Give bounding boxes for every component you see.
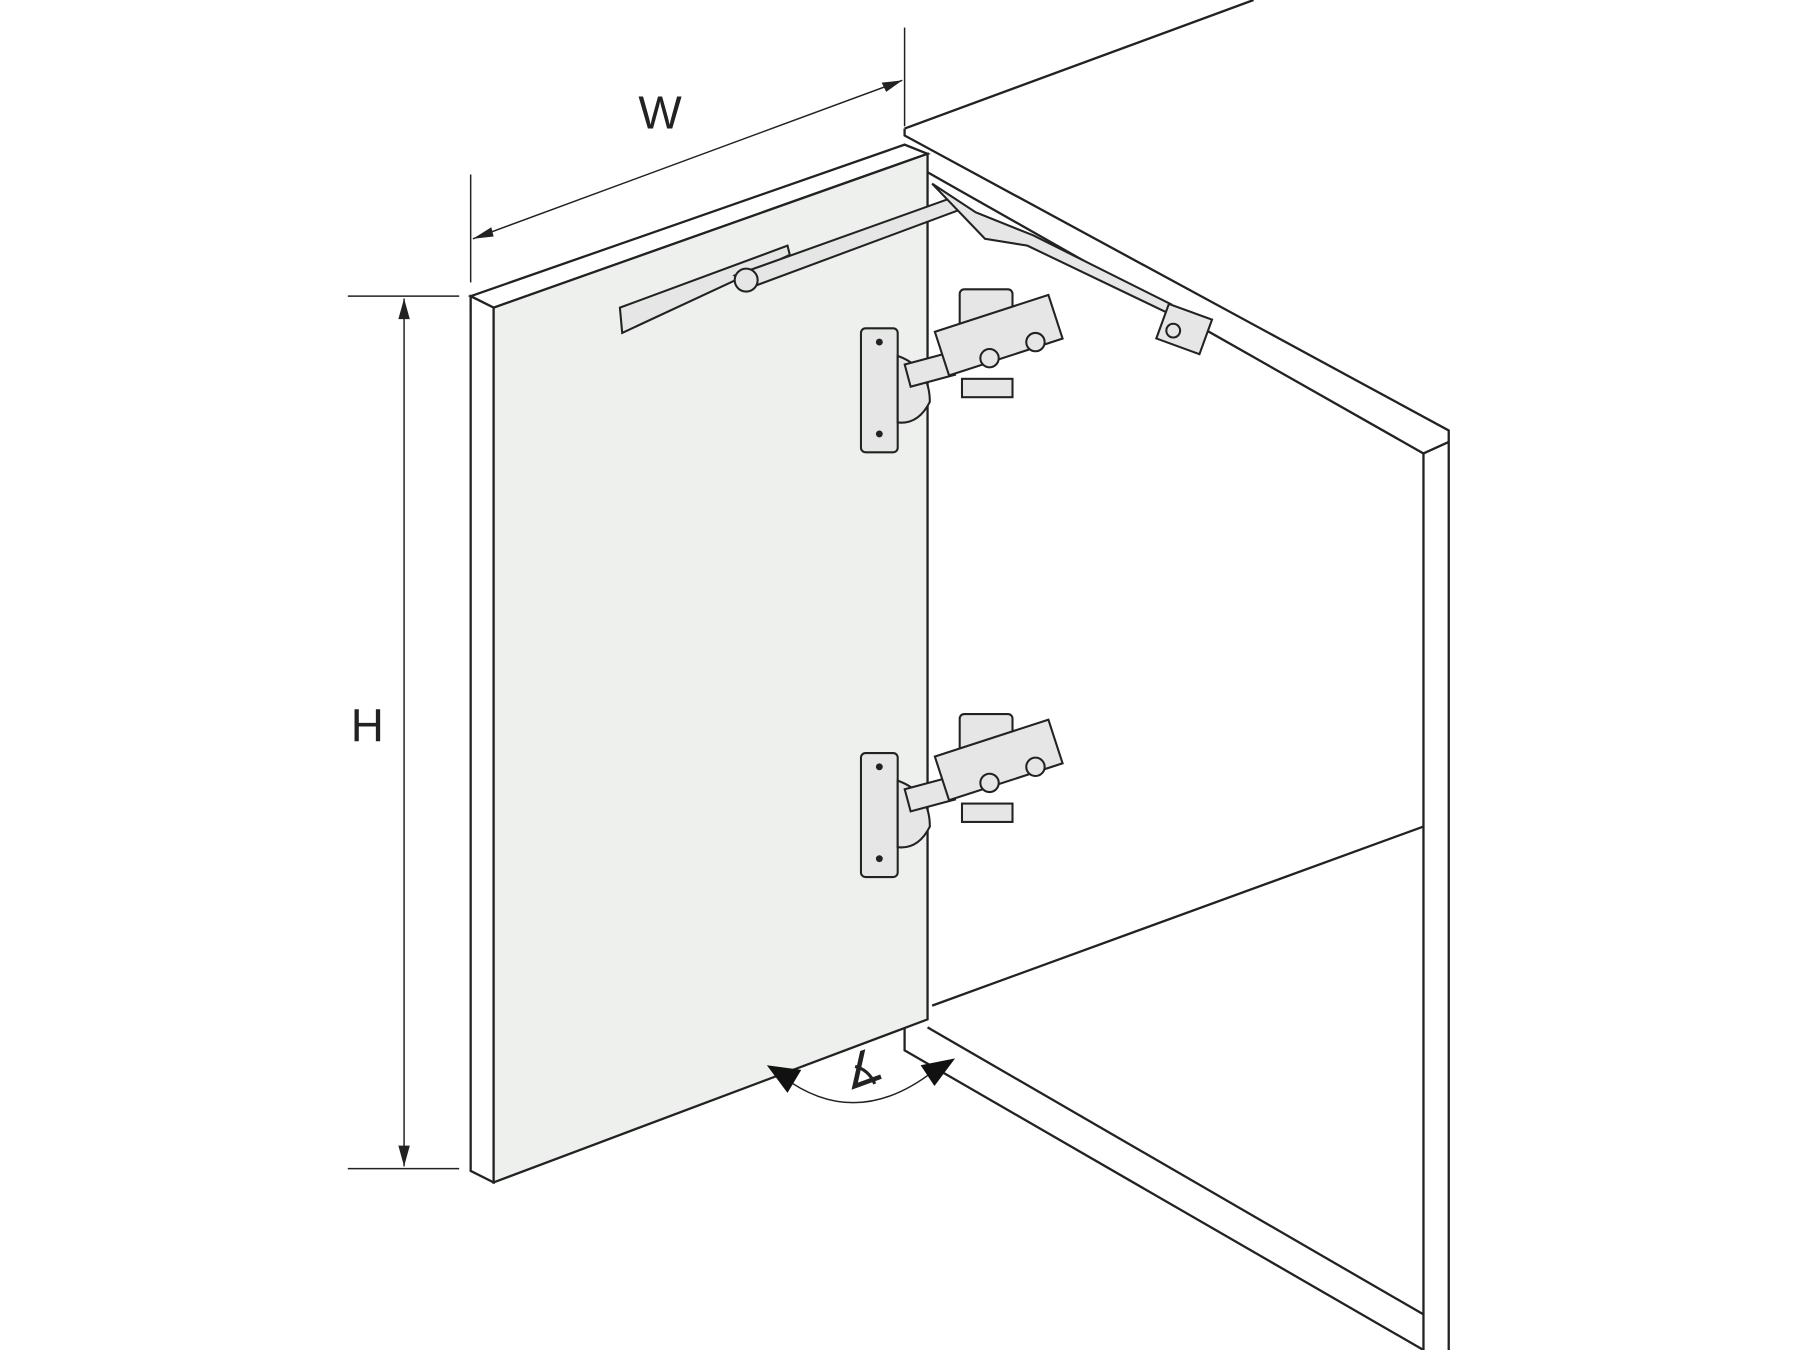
- door-panel: [467, 143, 931, 1185]
- hinge-top: [859, 288, 1064, 454]
- height-dimension: H: [347, 295, 460, 1170]
- width-label: W: [638, 87, 682, 139]
- hinge-bottom: [859, 712, 1064, 879]
- height-label: H: [351, 700, 384, 752]
- cabinet-body: [903, 0, 1450, 1350]
- lift-stay-arm: [618, 182, 1214, 356]
- width-dimension: W: [469, 27, 906, 283]
